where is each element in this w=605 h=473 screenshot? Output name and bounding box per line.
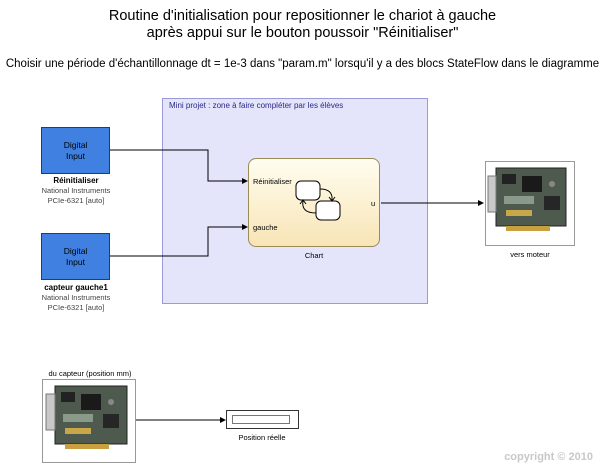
digital-input-reinit-line2: Input: [66, 150, 85, 161]
signal-gauche: [110, 224, 248, 257]
subtitle: Choisir une période d'échantillonnage dt…: [5, 58, 600, 70]
chart-port-u: u: [371, 199, 376, 208]
digital-input-capteur-line2: Input: [66, 256, 85, 267]
position-display-block[interactable]: [226, 410, 299, 429]
copyright-notice: copyright © 2010: [504, 451, 593, 463]
daq-card-icon: [45, 385, 128, 449]
input-card-label: du capteur (position mm): [48, 369, 132, 378]
stateflow-chart[interactable]: Réinitialiser gauche u: [248, 158, 380, 247]
digital-input-reinit-vendor: National Instruments: [41, 186, 111, 195]
digital-input-capteur[interactable]: Digital Input: [41, 233, 110, 280]
digital-input-reinit-line1: Digital: [63, 139, 88, 150]
digital-input-capteur-line1: Digital: [63, 245, 88, 256]
chart-port-reinit: Réinitialiser: [253, 177, 292, 186]
stateflow-icon: [295, 180, 341, 221]
digital-input-reinit-model: PCIe-6321 [auto]: [47, 196, 105, 205]
display-screen: [232, 415, 290, 424]
input-card-block[interactable]: [42, 379, 136, 463]
signal-reinit: [110, 149, 248, 184]
display-label: Position réelle: [238, 433, 286, 442]
daq-card-icon: [487, 167, 567, 231]
chart-port-gauche: gauche: [253, 223, 278, 232]
mini-project-label: Mini projet : zone à faire compléter par…: [169, 101, 344, 110]
digital-input-capteur-model: PCIe-6321 [auto]: [47, 303, 105, 312]
chart-name: Chart: [304, 251, 324, 260]
digital-input-capteur-vendor: National Instruments: [41, 293, 111, 302]
digital-input-reinit[interactable]: Digital Input: [41, 127, 110, 174]
title-line-1: Routine d'initialisation pour reposition…: [108, 8, 497, 24]
title-line-2: après appui sur le bouton poussoir "Réin…: [146, 25, 459, 41]
output-card-block[interactable]: [485, 161, 575, 246]
output-card-label: vers moteur: [510, 250, 550, 259]
digital-input-reinit-name: Réinitialiser: [53, 176, 99, 185]
digital-input-capteur-name: capteur gauche1: [44, 283, 108, 292]
